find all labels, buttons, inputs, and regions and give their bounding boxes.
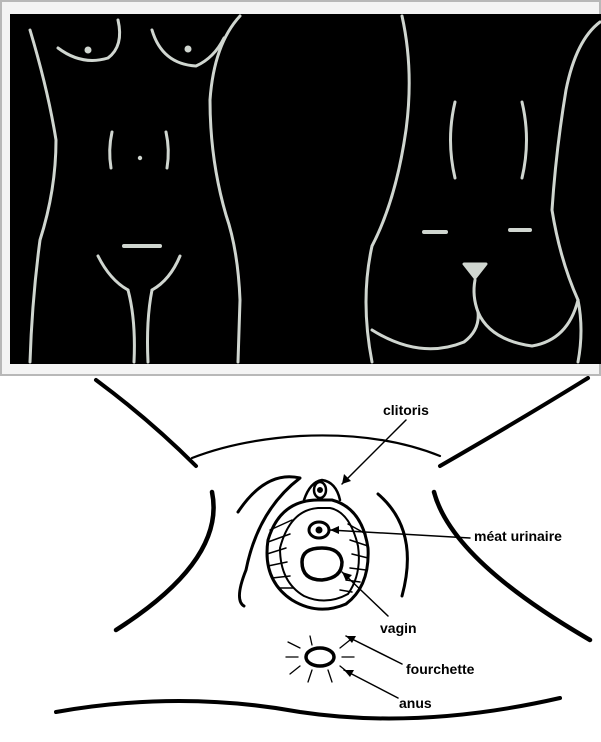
leader-anus [344, 670, 398, 698]
upper-right-thigh-contour [440, 378, 588, 466]
back-left-buttock [372, 312, 478, 349]
front-left-contour [30, 30, 56, 362]
back-sacral-triangle [464, 264, 486, 278]
front-left-nipple [85, 47, 92, 54]
front-inner-right-thigh [148, 290, 153, 362]
back-silhouette [366, 16, 600, 362]
leader-clitoris [342, 420, 406, 484]
label-fourchette: fourchette [406, 661, 474, 677]
vaginal-opening [302, 548, 342, 580]
back-left-waist-line [451, 102, 456, 178]
back-right-waist-line [522, 102, 527, 178]
urethral-meatus-center [316, 527, 322, 533]
anus [286, 636, 354, 682]
arrowhead-meatus [330, 526, 339, 534]
anatomy-drawing [0, 376, 601, 742]
clitoris-center [318, 488, 323, 493]
leader-meatus [330, 530, 470, 538]
groin-fold-line [192, 435, 440, 458]
front-right-contour [210, 16, 240, 362]
right-outer-labium [378, 494, 407, 596]
front-left-breast [58, 20, 120, 60]
anus-radiating-lines [286, 636, 354, 682]
back-left-contour [366, 16, 409, 362]
front-inner-left-thigh [128, 290, 134, 362]
front-left-groin [98, 256, 128, 290]
left-thigh-crease [116, 492, 214, 630]
leader-fourchette [346, 636, 402, 664]
front-right-nipple [185, 46, 192, 53]
silhouettes-drawing [0, 0, 601, 376]
right-thigh-crease [434, 492, 590, 640]
upper-left-thigh-contour [96, 380, 196, 466]
back-gluteal-cleft [474, 280, 478, 312]
front-left-abdomen-line [110, 132, 112, 168]
front-right-groin [152, 256, 180, 290]
label-vagina: vagin [380, 620, 417, 636]
back-right-buttock [478, 300, 578, 346]
label-anus: anus [399, 695, 432, 711]
front-silhouette [30, 16, 240, 362]
lower-buttocks-contour [56, 698, 560, 718]
arrowhead-anus [344, 670, 354, 677]
label-urethral-meatus: méat urinaire [474, 528, 562, 544]
label-clitoris: clitoris [383, 402, 429, 418]
front-navel [138, 156, 142, 160]
front-right-abdomen-line [166, 132, 168, 168]
